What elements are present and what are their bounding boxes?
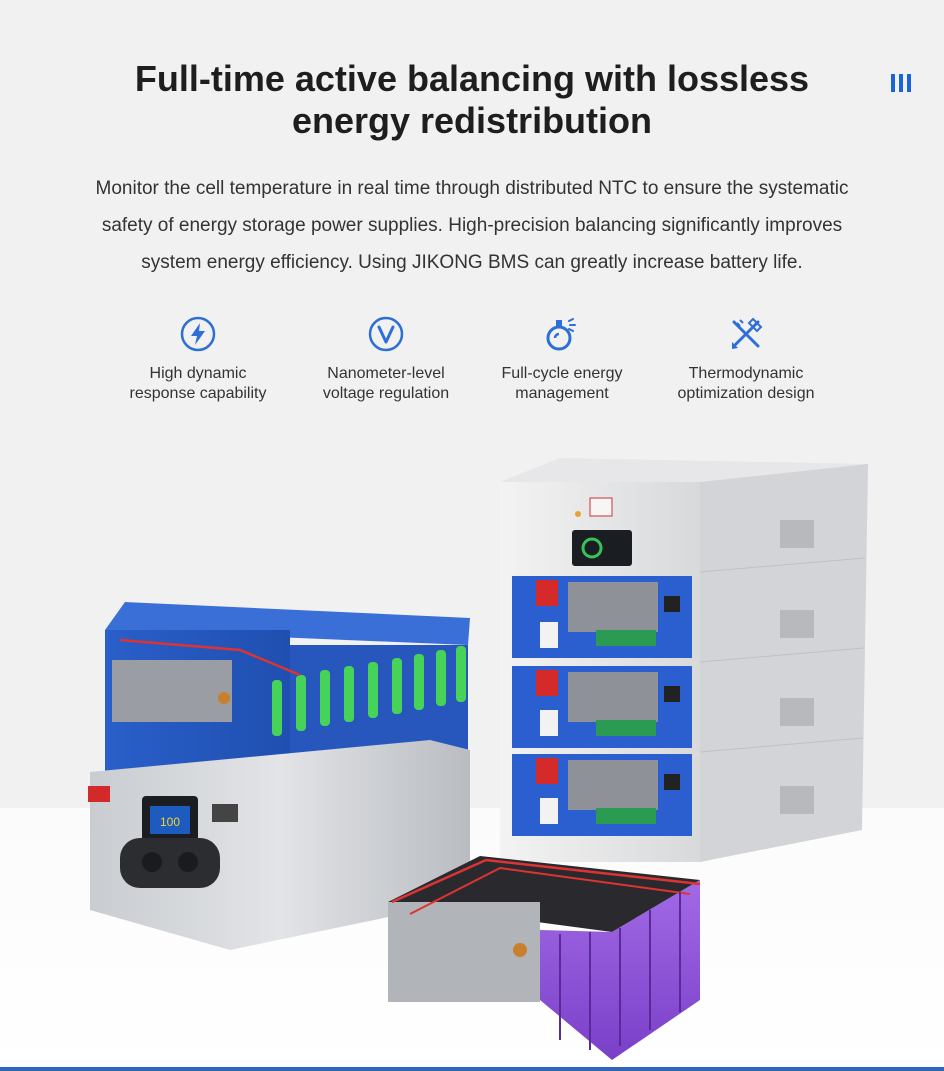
display-reading: 100 [160,815,180,829]
title-line-1: Full-time active balancing with lossless [134,58,810,99]
feature-voltage-regulation: Nanometer-level voltage regulation [296,314,476,404]
feature-2-line-1: Nanometer-level [327,365,445,382]
voltage-v-icon [368,316,404,352]
description-line-1: Monitor the cell temperature in real tim… [95,178,849,199]
feature-1-line-1: High dynamic [149,365,247,382]
feature-energy-management: Full-cycle energy management [472,314,652,404]
feature-3-line-2: management [515,385,609,402]
menu-bars-icon[interactable] [888,72,914,94]
title-line-2: energy redistribution [291,100,653,141]
battery-box: 100 [88,602,470,950]
bottom-divider [0,1067,944,1071]
product-image: 100 [88,458,868,1060]
description: Monitor the cell temperature in real tim… [40,170,904,281]
tools-icon [732,317,763,349]
feature-3-line-1: Full-cycle energy [501,365,623,382]
cell-pack [388,856,701,1060]
energy-flask-icon [546,318,576,351]
feature-thermodynamic: Thermodynamic optimization design [656,314,836,404]
feature-4-line-1: Thermodynamic [688,365,804,382]
feature-4-line-2: optimization design [677,385,815,402]
storage-cabinet [500,458,868,862]
lightning-icon [180,316,216,352]
description-line-3: system energy efficiency. Using JIKONG B… [141,252,803,273]
description-line-2: safety of energy storage power supplies.… [101,215,843,236]
page-title: Full-time active balancing with lossless… [60,58,884,142]
feature-2-line-2: voltage regulation [322,385,450,402]
feature-1-line-2: response capability [129,385,267,402]
feature-high-dynamic: High dynamic response capability [108,314,288,404]
